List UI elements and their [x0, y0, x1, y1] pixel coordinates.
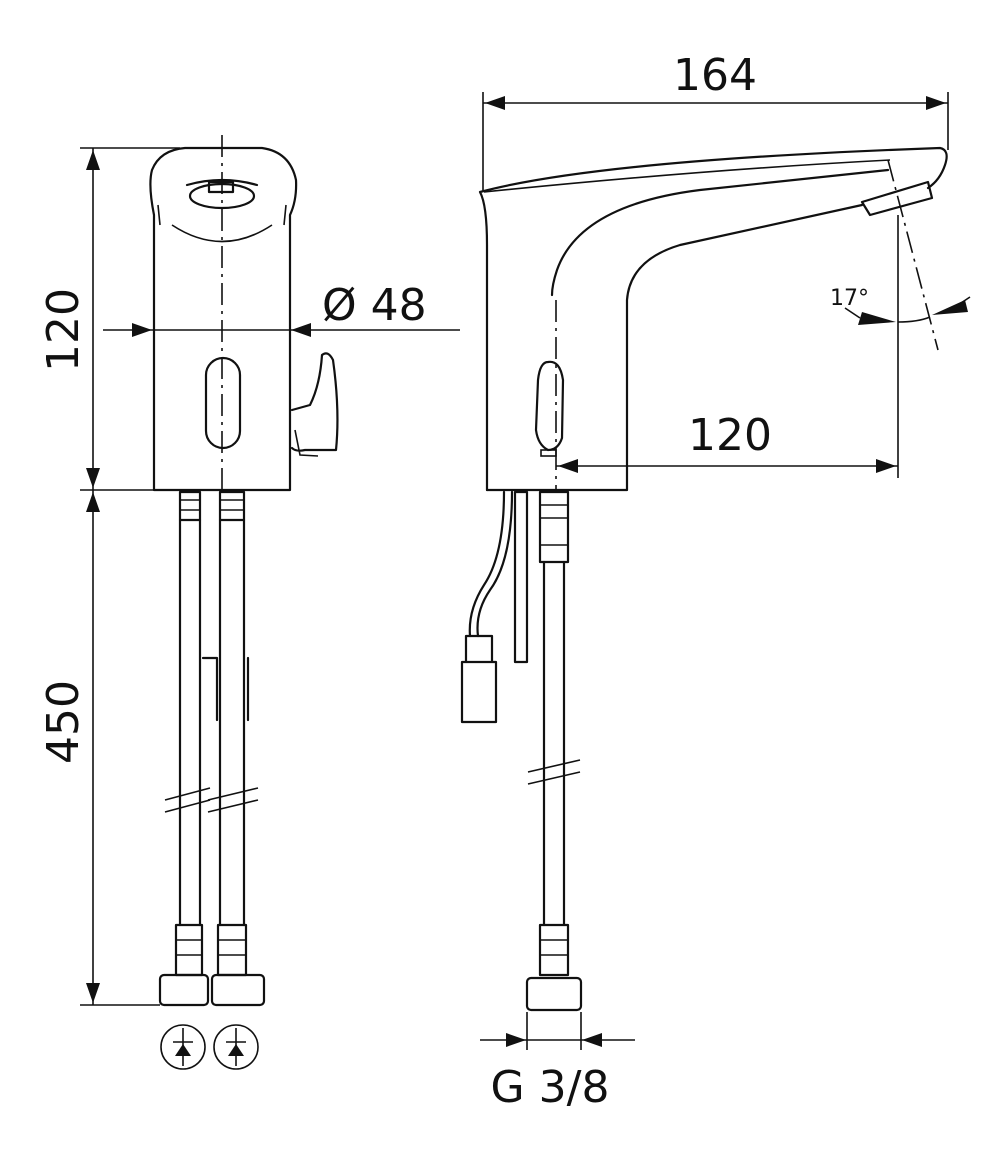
dimension-hose-length	[80, 490, 160, 1006]
label-hose-length: 450	[38, 680, 89, 764]
dimension-body-height	[80, 147, 180, 491]
label-diameter: Ø 48	[322, 280, 427, 331]
label-overall-reach: 164	[673, 50, 757, 101]
label-spout-reach: 120	[688, 410, 772, 461]
label-thread: G 3/8	[491, 1062, 610, 1113]
dimension-thread	[480, 1012, 635, 1050]
label-body-height: 120	[38, 288, 89, 372]
sensor-window	[204, 356, 242, 450]
dimension-diameter	[103, 323, 460, 337]
check-valve-icon	[213, 1024, 259, 1070]
dimension-spray-angle	[844, 296, 971, 325]
check-valve-icon	[160, 1024, 206, 1070]
dimension-spout-reach	[556, 215, 899, 478]
side-view-connections	[460, 490, 583, 1012]
dimension-overall-reach	[482, 92, 949, 192]
label-spray-angle: 17°	[830, 286, 869, 311]
front-view-body	[149, 146, 339, 492]
front-view-hoses	[158, 490, 266, 1007]
side-view-body	[478, 146, 948, 492]
